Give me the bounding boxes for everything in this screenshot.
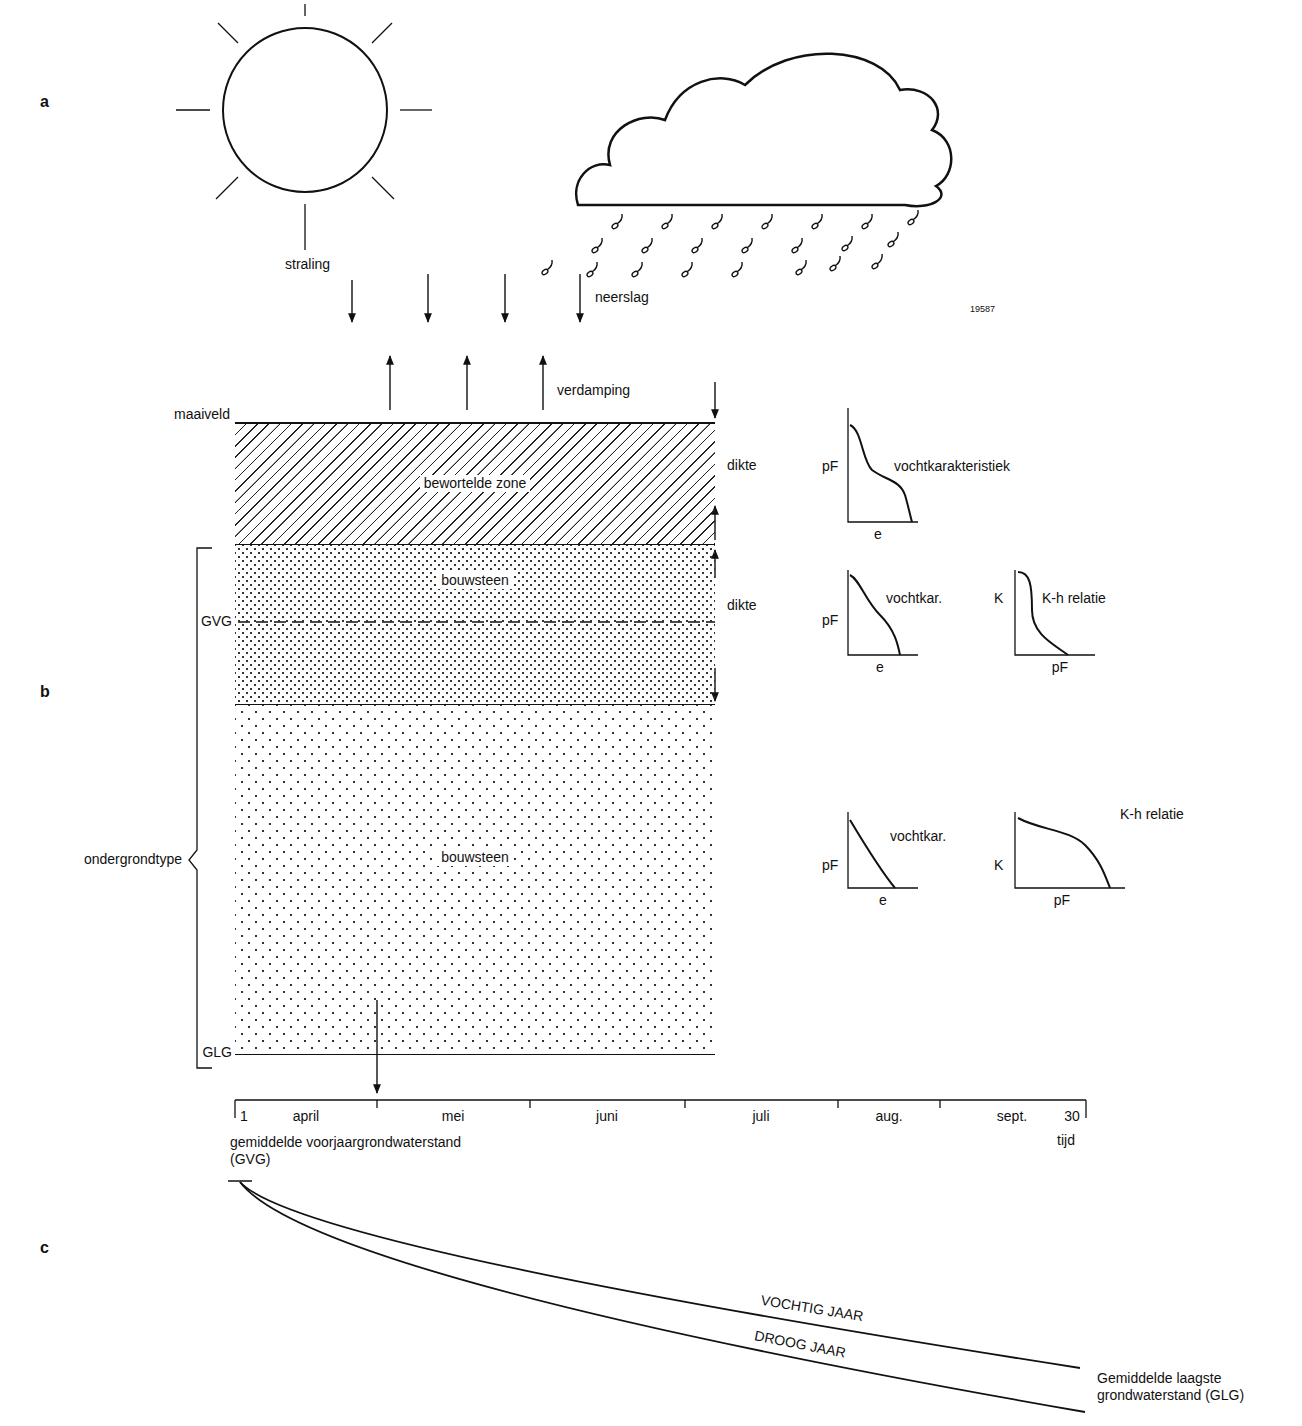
axis-label: pF <box>820 612 840 629</box>
mini-graphs <box>848 408 1125 888</box>
axis-tick <box>1085 1100 1086 1118</box>
cloud <box>541 54 951 278</box>
figure-number: 19587 <box>968 304 997 315</box>
axis-tick <box>684 1100 685 1108</box>
month-label: april <box>291 1108 321 1125</box>
graph-axes <box>1015 570 1095 655</box>
graph-curve <box>850 575 900 655</box>
level-label: maaiveld <box>172 406 232 423</box>
precipitation-arrow <box>504 274 505 322</box>
precipitation-arrow <box>579 274 580 322</box>
panel-letter: c <box>38 1238 51 1257</box>
month-label: aug. <box>873 1108 904 1125</box>
axis-tick <box>529 1100 530 1108</box>
level-label: GVG <box>199 613 234 630</box>
curve-label: vochtkar. <box>888 828 948 845</box>
start-level-label: gemiddelde voorjaargrondwaterstand (GVG) <box>228 1134 464 1168</box>
panel-letter: a <box>38 92 51 111</box>
graph-curve <box>1018 818 1110 888</box>
curve-label: K-h relatie <box>1118 806 1186 823</box>
time-axis <box>235 1100 1086 1118</box>
evaporation-arrow <box>542 356 543 410</box>
cloud-outline <box>576 54 951 207</box>
start-marker <box>228 1180 252 1182</box>
month-label: mei <box>440 1108 467 1125</box>
sun-disc <box>223 28 387 192</box>
layer-name: bouwsteen <box>437 849 513 866</box>
thickness-label: dikte <box>725 457 759 474</box>
graph-axes <box>1015 812 1125 888</box>
sun-ray <box>372 23 392 43</box>
level-label: GLG <box>200 1044 234 1061</box>
curve-label: vochtkar. <box>884 590 944 607</box>
axis-label: pF <box>1050 659 1070 676</box>
sun-ray <box>216 177 238 199</box>
sun-ray <box>304 4 305 16</box>
graph-curve <box>1018 572 1068 655</box>
axis-line <box>235 1099 1086 1100</box>
evaporation-arrow <box>389 356 390 410</box>
axis-label: K <box>992 590 1005 607</box>
month-label: juli <box>750 1108 771 1125</box>
sun-ray <box>372 177 394 199</box>
sun-ray <box>176 109 210 110</box>
layer-name: bewortelde zone <box>420 475 531 492</box>
axis-tick-label: 1 <box>238 1108 250 1125</box>
layer-name: bouwsteen <box>437 572 513 589</box>
axis-label: e <box>877 892 889 909</box>
end-level-label: Gemiddelde laagste grondwaterstand (GLG) <box>1095 1370 1297 1404</box>
groundwater-curves <box>228 1181 1085 1412</box>
panel-letter: b <box>38 682 52 701</box>
sun-ray <box>304 204 305 250</box>
axis-label: e <box>874 659 886 676</box>
bracket-label: ondergrondtype <box>82 851 184 868</box>
curve-label: DROOG JAAR <box>751 1327 849 1362</box>
curve-label: vochtkarakteristiek <box>892 458 1012 475</box>
soil-layer-band: bouwsteen <box>235 545 715 705</box>
flux-label: verdamping <box>555 382 632 399</box>
axis-tick <box>234 1100 235 1118</box>
axis-tick <box>376 1100 377 1108</box>
thickness-arrow <box>714 382 715 418</box>
soil-layer-band: bouwsteen <box>235 705 715 1055</box>
graph-axes <box>848 570 918 655</box>
radiation-arrow <box>351 280 352 322</box>
axis-title: tijd <box>1055 1132 1077 1149</box>
dry-year-curve <box>240 1182 1085 1412</box>
sun <box>176 4 432 250</box>
axis-label: pF <box>820 458 840 475</box>
axis-label: pF <box>1052 892 1072 909</box>
radiation-arrow <box>427 274 428 322</box>
graph-axes <box>848 812 918 888</box>
axis-label: K <box>992 857 1005 874</box>
thickness-label: dikte <box>725 597 759 614</box>
sun-ray <box>400 109 432 110</box>
curve-label: K-h relatie <box>1040 590 1108 607</box>
axis-tick <box>939 1100 940 1108</box>
wet-year-curve <box>240 1182 1080 1368</box>
curve-label: VOCHTIG JAAR <box>758 1292 867 1326</box>
axis-tick <box>837 1100 838 1108</box>
soil-layer-band: bewortelde zone <box>235 422 715 545</box>
month-label: juni <box>594 1108 620 1125</box>
axis-label: e <box>872 526 884 543</box>
evaporation-arrow <box>466 356 467 410</box>
rain-drops <box>541 210 918 278</box>
flux-label: straling <box>283 256 332 273</box>
axis-tick-label: 30 <box>1062 1108 1082 1125</box>
sun-ray <box>218 23 238 43</box>
axis-label: pF <box>820 857 840 874</box>
month-label: sept. <box>995 1108 1029 1125</box>
flux-label: neerslag <box>593 289 651 306</box>
